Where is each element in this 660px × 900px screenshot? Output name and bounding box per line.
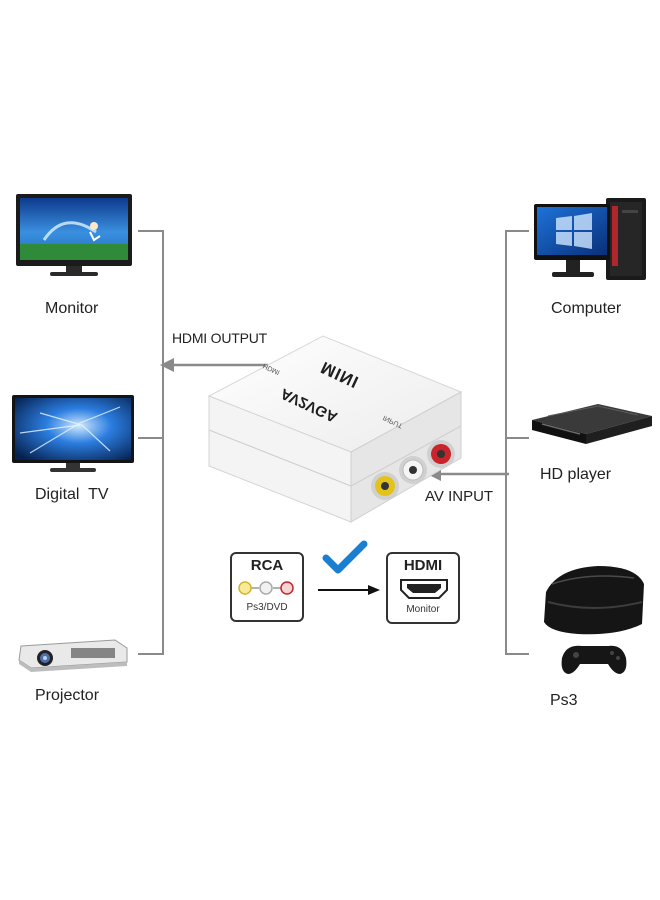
- hd-player-label: HD player: [540, 466, 612, 483]
- digital-tv-icon: [12, 395, 134, 472]
- rca-plugs-icon: [238, 581, 294, 595]
- rca-title: RCA: [250, 557, 284, 574]
- hdmi-box: HDMI Monitor: [386, 552, 460, 624]
- hdmi-output-arrow: [160, 358, 268, 372]
- rca-sub: Ps3/DVD: [246, 602, 288, 613]
- projector-label: Projector: [35, 687, 100, 704]
- monitor-label: Monitor: [45, 300, 99, 317]
- left-bracket-bottom: [138, 653, 164, 655]
- monitor-icon: [16, 194, 132, 276]
- hdmi-output-label: HDMI OUTPUT: [172, 330, 268, 346]
- right-bracket-vertical: [505, 230, 507, 655]
- digital-tv-label: Digital TV: [35, 486, 109, 503]
- hd-player-icon: [532, 404, 652, 444]
- computer-label: Computer: [551, 300, 622, 317]
- av2vga-converter-icon: [207, 335, 463, 523]
- ps3-label: Ps3: [550, 692, 578, 709]
- ps3-icon: [544, 566, 644, 674]
- projector-icon: [18, 639, 128, 672]
- right-bracket-top: [505, 230, 529, 232]
- left-bracket-middle: [138, 437, 164, 439]
- left-bracket-top: [138, 230, 164, 232]
- hdmi-sub: Monitor: [406, 604, 440, 615]
- checkmark-icon: [322, 540, 368, 574]
- rca-box: RCA Ps3/DVD: [230, 552, 304, 622]
- hdmi-title: HDMI: [403, 557, 443, 574]
- right-bracket-bottom: [505, 653, 529, 655]
- flow-arrow: [318, 585, 380, 595]
- right-bracket-middle: [505, 437, 529, 439]
- av-input-label: AV INPUT: [425, 488, 494, 505]
- computer-icon: [534, 198, 646, 280]
- left-bracket-vertical: [162, 230, 164, 655]
- hdmi-port-icon: [400, 579, 448, 599]
